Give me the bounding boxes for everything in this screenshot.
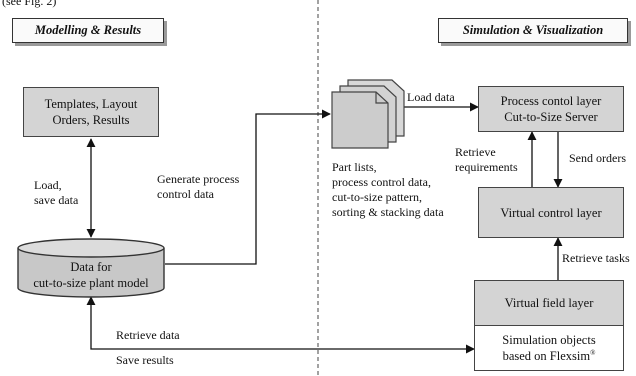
load-save-line-2: save data <box>34 193 79 207</box>
simulation-line-2: based on Flexsim® <box>503 348 596 364</box>
templates-line-2: Orders, Results <box>52 113 130 127</box>
database-line-2: cut-to-size plant model <box>33 276 149 290</box>
retrieve-requirements-label: Retrieve requirements <box>455 145 518 175</box>
retrieve-req-line-1: Retrieve <box>455 145 496 159</box>
retrieve-tasks-label: Retrieve tasks <box>562 251 630 265</box>
load-save-label: Load, save data <box>34 178 78 208</box>
simulation-line-2-text: based on Flexsim <box>502 349 591 363</box>
templates-line-1: Templates, Layout <box>44 97 138 111</box>
retrieve-data-label: Retrieve data <box>116 328 180 342</box>
virtual-control-layer-box: Virtual control layer <box>478 187 624 238</box>
send-orders-label: Send orders <box>569 151 626 165</box>
registered-trademark: ® <box>590 348 596 357</box>
database-line-1: Data for <box>70 260 112 274</box>
virtual-field-label: Virtual field layer <box>504 296 594 310</box>
database-label: Data for cut-to-size plant model <box>18 259 164 291</box>
arrow-generate-process-control <box>165 109 331 265</box>
database-cylinder-icon <box>17 238 165 298</box>
simulation-line-1: Simulation objects <box>502 333 596 347</box>
process-control-line-2: Cut-to-Size Server <box>504 110 598 124</box>
top-caption-fragment: (see Fig. 2) <box>2 0 57 8</box>
modelling-results-header: Modelling & Results <box>12 18 164 43</box>
simulation-visualization-header: Simulation & Visualization <box>438 18 628 43</box>
templates-layout-orders-box: Templates, Layout Orders, Results <box>23 87 159 137</box>
process-control-line-1: Process contol layer <box>500 94 602 108</box>
document-stack-icon <box>331 79 405 149</box>
part-lists-label: Part lists, process control data, cut-to… <box>332 160 444 220</box>
process-control-layer-box: Process contol layer Cut-to-Size Server <box>478 86 624 132</box>
part-lists-line-3: cut-to-size pattern, <box>332 190 422 204</box>
simulation-objects-box: Simulation objects based on Flexsim® <box>474 325 624 371</box>
virtual-field-layer-box: Virtual field layer <box>474 280 624 325</box>
part-lists-line-2: process control data, <box>332 175 431 189</box>
generate-process-label: Generate process control data <box>157 172 239 202</box>
generate-line-1: Generate process <box>157 172 240 186</box>
part-lists-line-4: sorting & stacking data <box>332 205 444 219</box>
load-data-label: Load data <box>407 90 455 104</box>
part-lists-line-1: Part lists, <box>332 160 377 174</box>
save-results-label: Save results <box>116 353 174 367</box>
load-save-line-1: Load, <box>34 178 62 192</box>
retrieve-req-line-2: requirements <box>455 160 518 174</box>
virtual-control-label: Virtual control layer <box>500 205 602 220</box>
arrow-retrieve-save <box>86 296 475 354</box>
generate-line-2: control data <box>157 187 214 201</box>
